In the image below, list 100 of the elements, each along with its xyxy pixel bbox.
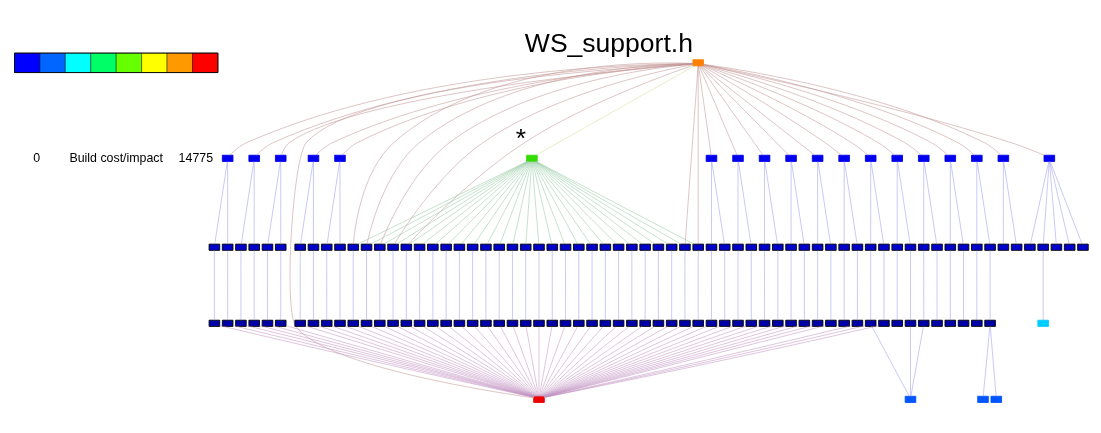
node-box (387, 243, 399, 251)
node-box (652, 243, 665, 251)
connector (533, 161, 604, 245)
connector (525, 161, 532, 245)
connector (267, 161, 281, 245)
connector (976, 161, 978, 245)
node-box (977, 395, 989, 403)
node-box (261, 243, 274, 251)
node-box (493, 319, 505, 327)
connector (552, 250, 553, 321)
node-box (347, 319, 359, 327)
connector (896, 250, 898, 321)
node-box (235, 319, 247, 327)
node-box (719, 319, 731, 327)
connector (578, 250, 580, 321)
node-box (248, 243, 260, 251)
connector (644, 250, 646, 321)
connector (982, 326, 991, 397)
node-box (360, 243, 373, 251)
node-box (453, 319, 466, 327)
connector (540, 326, 591, 397)
node-box (758, 243, 771, 251)
node-box (692, 59, 704, 67)
node-box (745, 319, 758, 327)
node-box (221, 154, 234, 162)
connector (445, 250, 447, 321)
connector (896, 161, 898, 245)
connector (605, 250, 606, 321)
node-box (1010, 243, 1023, 251)
node-box (904, 395, 917, 403)
connector (299, 250, 301, 321)
connector (459, 250, 460, 321)
connector (701, 65, 842, 156)
node-box (679, 243, 691, 251)
connector (700, 65, 816, 156)
node-box (440, 319, 452, 327)
node-box (626, 243, 638, 251)
connector (535, 65, 695, 156)
connector (227, 250, 228, 321)
node-box (347, 243, 359, 251)
node-box (785, 319, 797, 327)
connector (419, 250, 420, 321)
connector (843, 250, 845, 321)
connector (897, 161, 911, 245)
connector (313, 250, 314, 321)
node-box (440, 243, 452, 251)
node-box (480, 243, 492, 251)
connector (227, 161, 228, 245)
node-box (533, 319, 545, 327)
node-box (427, 319, 439, 327)
node-box (626, 319, 638, 327)
node-box (971, 243, 983, 251)
node-box (586, 243, 598, 251)
connector (487, 326, 538, 397)
connector (326, 250, 327, 321)
node-box (772, 243, 784, 251)
connector (214, 161, 228, 245)
node-box (838, 319, 850, 327)
node-box (705, 319, 718, 327)
node-box (931, 319, 943, 327)
connector (870, 161, 871, 245)
node-box (360, 319, 373, 327)
connector (700, 65, 790, 156)
node-box (990, 395, 1003, 403)
connector (764, 161, 778, 245)
node-box (732, 319, 744, 327)
connector (923, 161, 937, 245)
connector (870, 250, 871, 321)
node-box (612, 319, 625, 327)
node-box (334, 319, 346, 327)
node-box (413, 319, 426, 327)
connector (533, 161, 578, 245)
connector (253, 250, 255, 321)
connector (871, 326, 910, 397)
node-box (785, 154, 797, 162)
node-box (891, 243, 903, 251)
node-box (692, 319, 704, 327)
node-box (307, 319, 320, 327)
node-box (599, 319, 612, 327)
connector (300, 161, 314, 245)
connector (289, 63, 693, 398)
connector (830, 250, 832, 321)
node-box (984, 319, 996, 327)
connector (366, 250, 367, 321)
connector (539, 326, 578, 397)
connector (513, 326, 539, 397)
node-box (208, 319, 221, 327)
node-box (957, 319, 970, 327)
node-box (248, 154, 260, 162)
node-box (546, 319, 559, 327)
node-box (1037, 243, 1049, 251)
node-box (1050, 243, 1063, 251)
node-box (221, 243, 234, 251)
node-box (918, 319, 930, 327)
node-box (235, 243, 247, 251)
connector (565, 250, 566, 321)
node-box (334, 154, 346, 162)
connector (910, 250, 911, 321)
connector (532, 161, 565, 245)
connector (724, 250, 725, 321)
